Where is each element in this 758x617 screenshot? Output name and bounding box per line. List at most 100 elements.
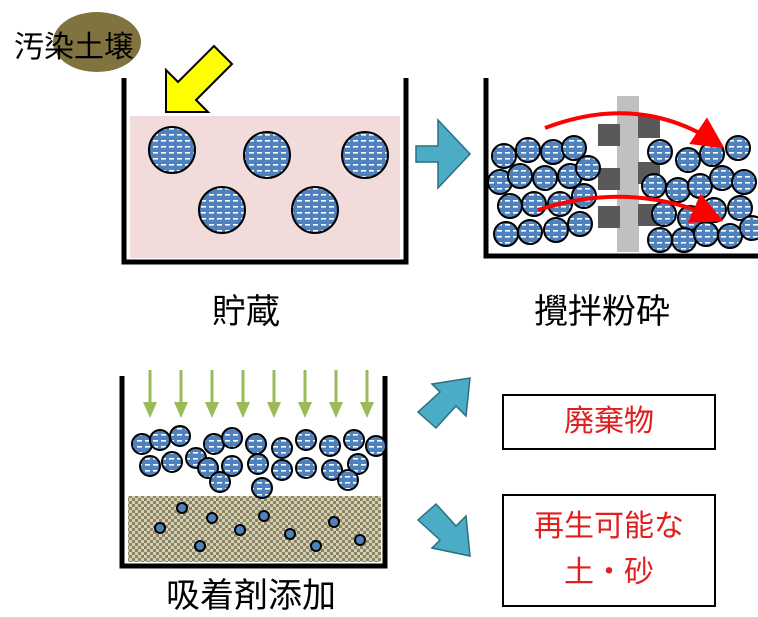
adsorbent-particles (131, 425, 387, 552)
adsorbent-tank (119, 376, 388, 569)
soil-particle (319, 435, 341, 457)
blade (598, 168, 620, 190)
crushing-tank (483, 78, 758, 259)
soil-particle (161, 451, 183, 473)
soil-particle (641, 173, 667, 199)
soil-particle (727, 195, 753, 221)
adsorbent-arrow (236, 370, 250, 418)
adsorbent-arrow (360, 370, 374, 418)
soil-particle (515, 137, 541, 163)
soil-particle (131, 433, 153, 455)
input-arrow (165, 44, 234, 113)
adsorbed-particle (234, 524, 246, 536)
output-arrow-waste (416, 377, 471, 430)
soil-particle (699, 141, 725, 167)
adsorbed-particle (258, 510, 270, 522)
stirrer-shaft (617, 96, 639, 252)
adsorbent-arrow (143, 370, 157, 418)
soil-particle (651, 201, 677, 227)
soil-particle (739, 215, 758, 241)
soil-particle (491, 143, 517, 169)
settled-layer (128, 496, 381, 562)
soil-particle (341, 131, 389, 179)
soil-particle (365, 435, 387, 457)
soil-particle (295, 429, 317, 451)
blade (598, 206, 620, 228)
adsorbent-arrow (267, 370, 281, 418)
recyclable-output-box: 再生可能な 土・砂 (502, 494, 716, 607)
soil-particle (203, 433, 225, 455)
soil-particle (647, 139, 673, 165)
soil-particle (725, 135, 751, 161)
soil-particle (347, 453, 369, 475)
soil-particle (243, 131, 291, 179)
soil-particle (169, 425, 191, 447)
soil-particle (561, 135, 587, 161)
soil-particle (687, 173, 713, 199)
soil-particle (575, 155, 601, 181)
flow-arrow-1 (415, 118, 472, 190)
soil-particle (717, 223, 743, 249)
soil-particle (337, 469, 359, 491)
adsorbed-particle (176, 502, 188, 514)
adsorbent-arrow (174, 370, 188, 418)
soil-particle (295, 457, 317, 479)
soil-particle (149, 429, 171, 451)
soil-particle (540, 139, 566, 165)
waste-label: 廃棄物 (564, 404, 654, 439)
soil-particle (671, 227, 697, 253)
adsorbed-particle (354, 534, 366, 546)
adsorbed-particle (194, 540, 206, 552)
adsorbed-particle (206, 512, 218, 524)
adsorbent-arrows (143, 370, 374, 418)
soil-particle (197, 457, 219, 479)
soil-particle (271, 459, 293, 481)
adsorbed-particle (154, 522, 166, 534)
soil-particle (675, 147, 701, 173)
adsorbent-arrow (329, 370, 343, 418)
crushing-label: 攪拌粉砕 (534, 292, 670, 332)
storage-particles (148, 126, 389, 234)
soil-particle (517, 219, 543, 245)
soil-particle (567, 211, 593, 237)
soil-particle (271, 437, 293, 459)
adsorbent-arrow (298, 370, 312, 418)
soil-particle (493, 221, 519, 247)
soil-particle (343, 429, 365, 451)
storage-label: 貯蔵 (212, 292, 280, 332)
adsorbent-arrow (205, 370, 219, 418)
blade (598, 124, 620, 146)
stir-arrow-bottom (537, 193, 724, 223)
adsorbed-particle (328, 516, 340, 528)
soil-particle (571, 183, 597, 209)
soil-particle (245, 433, 267, 455)
soil-particle (693, 221, 719, 247)
recyclable-label-line2: 土・砂 (564, 555, 654, 590)
soil-particle (291, 186, 339, 234)
soil-particle (647, 227, 673, 253)
adsorbed-particle (310, 540, 322, 552)
soil-particle (247, 453, 269, 475)
soil-particle (221, 455, 243, 477)
soil-particle (521, 191, 547, 217)
waste-output-box: 廃棄物 (502, 394, 716, 450)
soil-particle (665, 177, 691, 203)
soil-particle (209, 471, 231, 493)
soil-particle (731, 169, 757, 195)
soil-particle (251, 477, 273, 499)
recyclable-label-line1: 再生可能な (534, 509, 684, 544)
soil-particle (148, 126, 196, 174)
input-label: 汚染土壌 (14, 30, 134, 65)
soil-particle (221, 427, 243, 449)
adsorbed-particle (284, 528, 296, 540)
soil-particle (139, 455, 161, 477)
stir-arrow-top (544, 111, 725, 149)
blade (638, 116, 660, 138)
input-highlight (53, 12, 141, 72)
soil-particle (321, 459, 343, 481)
soil-particle (543, 217, 569, 243)
soil-particle (709, 165, 735, 191)
soil-particle (532, 165, 558, 191)
